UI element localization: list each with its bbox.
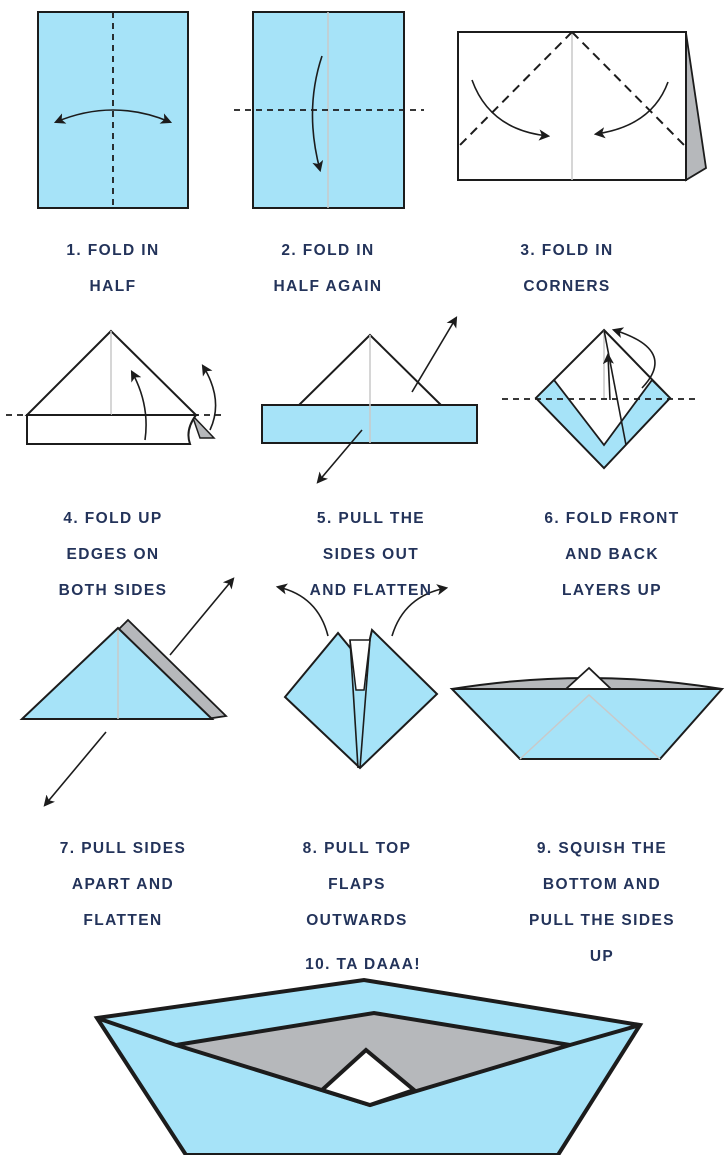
step-3-caption: 3. FOLD IN CORNERS: [492, 224, 642, 314]
step-4-caption: 4. FOLD UP EDGES ON BOTH SIDES: [38, 492, 188, 618]
bottom-strip: [27, 415, 196, 444]
step-9-illustration: [452, 668, 722, 759]
step-8-caption: 8. PULL TOP FLAPS OUTWARDS: [282, 822, 432, 948]
step-6-illustration: [502, 330, 700, 468]
pull-arrow-down: [45, 732, 106, 805]
boat-hull: [452, 689, 722, 759]
step-5-caption: 5. PULL THE SIDES OUT AND FLATTEN: [288, 492, 454, 618]
step-1-illustration: [38, 12, 188, 208]
step-9-caption: 9. SQUISH THE BOTTOM AND PULL THE SIDES …: [512, 822, 692, 984]
step-4-illustration: [6, 331, 222, 444]
step-2-caption: 2. FOLD IN HALF AGAIN: [252, 224, 404, 314]
step-6-caption: 6. FOLD FRONT AND BACK LAYERS UP: [522, 492, 702, 618]
step-1-caption: 1. FOLD IN HALF: [48, 224, 178, 314]
pull-arrow-up: [412, 318, 456, 392]
step-7-caption: 7. PULL SIDES APART AND FLATTEN: [38, 822, 208, 948]
step-5-illustration: [262, 318, 477, 482]
step-10-caption: 10. TA DAAA!: [263, 938, 463, 992]
fold-arrow-back: [203, 366, 216, 430]
step-2-illustration: [234, 12, 424, 208]
step-10-illustration: [97, 980, 640, 1155]
back-layer: [686, 33, 706, 180]
step-3-illustration: [458, 32, 706, 180]
